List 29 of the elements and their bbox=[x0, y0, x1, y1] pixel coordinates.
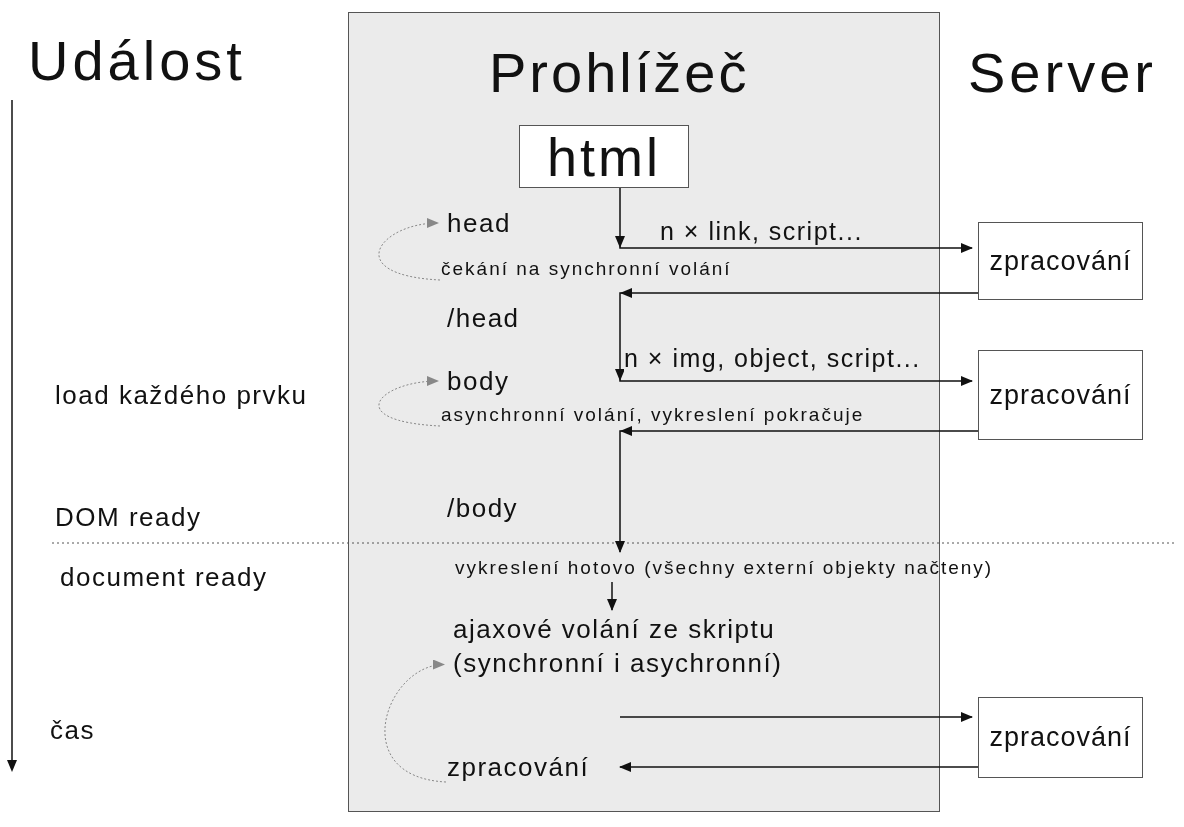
edge-label: n × link, script... bbox=[660, 218, 863, 246]
column-heading: Událost bbox=[28, 28, 246, 93]
event-label: čas bbox=[50, 715, 95, 746]
arrow bbox=[615, 426, 979, 553]
arrow bbox=[615, 288, 979, 386]
step-label: body bbox=[447, 365, 527, 399]
event-label: DOM ready bbox=[55, 502, 202, 533]
dashed-loop-arrow bbox=[378, 218, 441, 281]
event-label: load každého prvku bbox=[55, 380, 308, 411]
step-label: /head bbox=[447, 302, 537, 336]
process-box: zpracování bbox=[978, 697, 1143, 778]
event-label: document ready bbox=[60, 562, 268, 593]
process-box: html bbox=[519, 125, 689, 188]
arrow bbox=[619, 712, 973, 722]
process-box: zpracování bbox=[978, 350, 1143, 440]
arrow bbox=[607, 581, 617, 611]
column-heading: Prohlížeč bbox=[489, 41, 750, 106]
arrow bbox=[619, 762, 979, 772]
note-text: čekání na synchronní volání bbox=[441, 257, 751, 283]
step-label: /body bbox=[447, 492, 537, 526]
step-label: zpracování bbox=[447, 751, 617, 785]
note-text: asynchronní volání, vykreslení pokračuje bbox=[441, 403, 921, 429]
column-heading: Server bbox=[968, 40, 1157, 105]
step-label: ajaxové volání ze skriptu (synchronní i asychronní) bbox=[453, 613, 798, 718]
arrow bbox=[615, 186, 973, 253]
dashed-loop-arrow bbox=[384, 661, 447, 783]
step-label: head bbox=[447, 207, 527, 241]
process-box: zpracování bbox=[978, 222, 1143, 300]
dashed-loop-arrow bbox=[378, 376, 441, 427]
